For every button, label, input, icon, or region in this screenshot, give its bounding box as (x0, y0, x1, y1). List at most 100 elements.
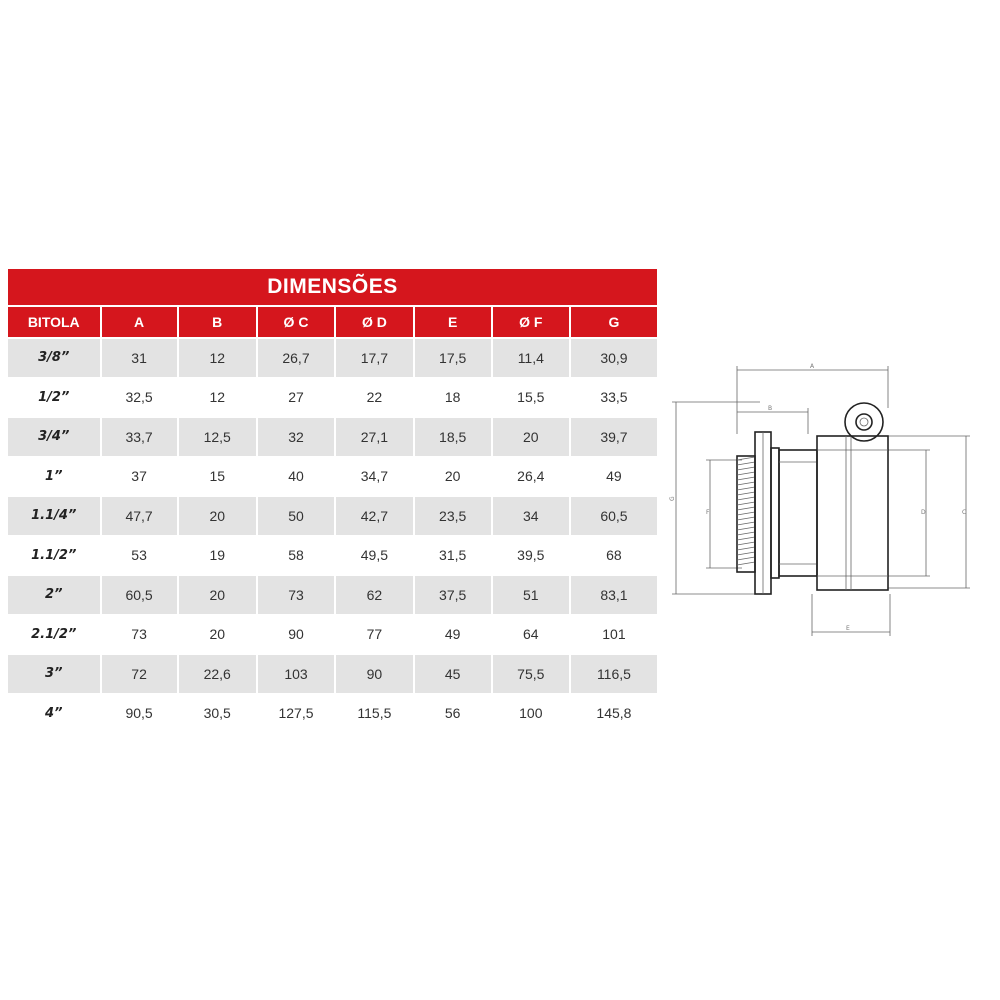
bitola-cell: 1.1/2” (8, 534, 102, 574)
value-cell-b: 12 (178, 337, 258, 377)
value-cell-d: 90 (336, 653, 415, 693)
value-cell-b: 30,5 (178, 692, 258, 732)
thread-line (736, 466, 756, 471)
dim-c-label: C (962, 509, 966, 516)
value-cell-c: 50 (257, 495, 337, 535)
header-bitola: BITOLA (8, 305, 102, 337)
value-cell-f: 75,5 (492, 653, 571, 693)
thread-line (736, 556, 756, 561)
value-cell-a: 53 (101, 534, 179, 574)
value-cell-c: 26,7 (257, 337, 337, 377)
value-cell-f: 11,4 (492, 337, 571, 377)
value-cell-d: 62 (336, 574, 415, 614)
thread-line (736, 516, 756, 521)
value-cell-f: 15,5 (492, 376, 571, 416)
value-cell-a: 33,7 (101, 416, 179, 456)
value-cell-b: 22,6 (178, 653, 258, 693)
header-d: Ø D (336, 305, 415, 337)
bitola-cell: 1” (8, 455, 102, 495)
thread-line (736, 541, 756, 546)
value-cell-f: 64 (492, 613, 571, 653)
value-cell-b: 20 (178, 613, 258, 653)
value-cell-a: 37 (101, 455, 179, 495)
bitola-cell: 1.1/4” (8, 495, 102, 535)
dim-a-label: A (810, 363, 815, 370)
dim-b-label: B (768, 405, 772, 412)
value-cell-c: 73 (257, 574, 337, 614)
value-cell-c: 32 (257, 416, 337, 456)
thread-line (736, 531, 756, 536)
value-cell-a: 73 (101, 613, 179, 653)
header-a: A (101, 305, 179, 337)
value-cell-e: 45 (414, 653, 493, 693)
value-cell-f: 51 (492, 574, 571, 614)
value-cell-b: 20 (178, 495, 258, 535)
lug-ring-outer (844, 402, 884, 442)
dim-e-label: E (846, 625, 850, 632)
value-cell-d: 49,5 (336, 534, 415, 574)
dim-d-label: D (921, 509, 926, 516)
thread-line (736, 486, 756, 491)
value-cell-e: 20 (414, 455, 493, 495)
value-cell-g: 49 (570, 455, 657, 495)
thread-line (736, 561, 756, 566)
value-cell-a: 31 (101, 337, 179, 377)
value-cell-g: 83,1 (570, 574, 657, 614)
thread-line (736, 501, 756, 506)
header-e: E (414, 305, 493, 337)
value-cell-f: 34 (492, 495, 571, 535)
value-cell-c: 103 (257, 653, 337, 693)
value-cell-d: 22 (336, 376, 415, 416)
value-cell-c: 127,5 (257, 692, 337, 732)
value-cell-e: 18 (414, 376, 493, 416)
value-cell-c: 27 (257, 376, 337, 416)
value-cell-d: 27,1 (336, 416, 415, 456)
table-title: DIMENSÕES (8, 269, 657, 305)
value-cell-d: 115,5 (336, 692, 415, 732)
header-f: Ø F (492, 305, 571, 337)
value-cell-g: 145,8 (570, 692, 657, 732)
thread-line (736, 491, 756, 496)
thread-line (736, 471, 756, 476)
thread-line (736, 521, 756, 526)
value-cell-d: 42,7 (336, 495, 415, 535)
value-cell-e: 37,5 (414, 574, 493, 614)
thread-line (736, 526, 756, 531)
value-cell-b: 15 (178, 455, 258, 495)
dim-f-label: F (706, 509, 710, 516)
thread-line (736, 546, 756, 551)
thread-line (736, 551, 756, 556)
header-g: G (570, 305, 657, 337)
thread-line (736, 481, 756, 486)
main-body (816, 435, 889, 591)
value-cell-e: 17,5 (414, 337, 493, 377)
thread-line (736, 536, 756, 541)
nut-body (778, 449, 818, 577)
thread-line (736, 461, 756, 466)
value-cell-a: 90,5 (101, 692, 179, 732)
value-cell-a: 32,5 (101, 376, 179, 416)
bitola-cell: 2” (8, 574, 102, 614)
thread-line (736, 476, 756, 481)
value-cell-f: 20 (492, 416, 571, 456)
bitola-cell: 2.1/2” (8, 613, 102, 653)
value-cell-c: 90 (257, 613, 337, 653)
value-cell-e: 18,5 (414, 416, 493, 456)
dim-g-label: G (669, 496, 676, 501)
value-cell-g: 33,5 (570, 376, 657, 416)
bitola-cell: 3/4” (8, 416, 102, 456)
header-c: Ø C (257, 305, 337, 337)
bitola-cell: 3” (8, 653, 102, 693)
lug-ring-inner (855, 413, 873, 431)
value-cell-e: 49 (414, 613, 493, 653)
value-cell-a: 47,7 (101, 495, 179, 535)
